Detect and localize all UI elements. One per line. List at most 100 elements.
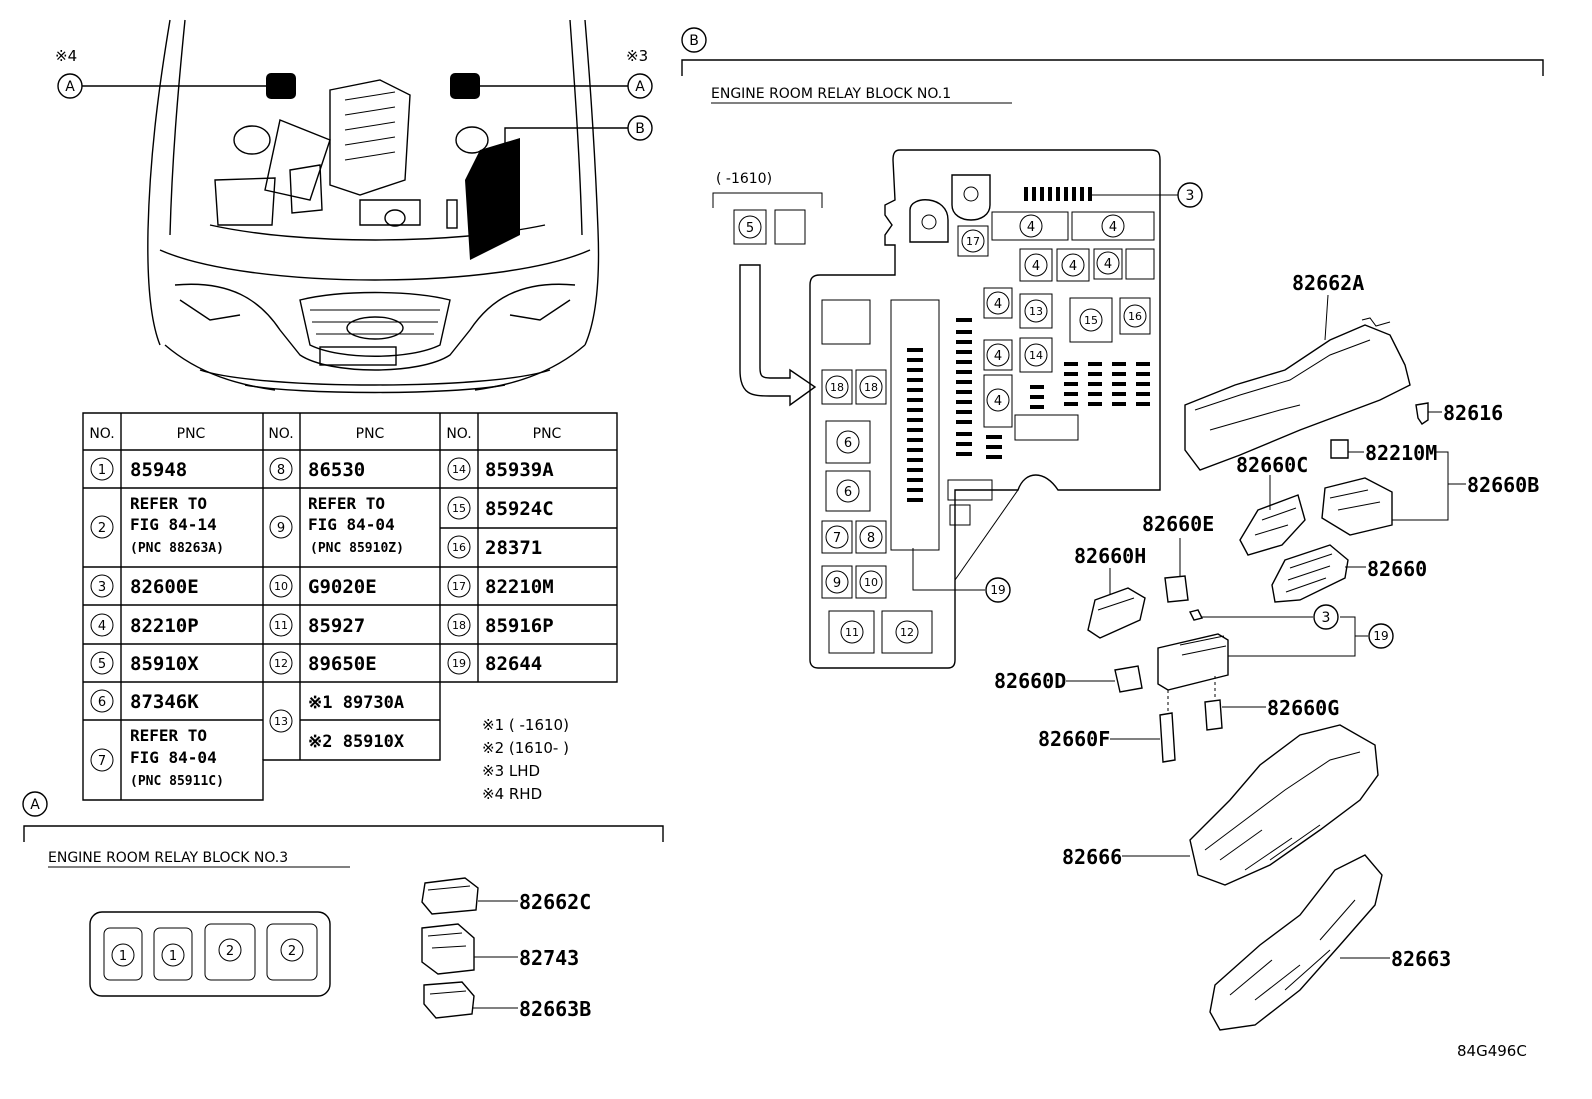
part-82662A-cover [1184, 294, 1411, 471]
no-cell-3: 3 [90, 574, 114, 598]
svg-text:10: 10 [864, 576, 878, 589]
pnc-cell-13a: ※1 89730A [308, 693, 404, 713]
pnc-cell-5: 85910X [130, 653, 199, 675]
pnc-cell-7-line1: REFER TO [130, 726, 207, 745]
svg-text:7: 7 [833, 531, 841, 546]
svg-text:4: 4 [1104, 257, 1112, 272]
svg-text:A: A [30, 797, 40, 813]
pnc-cell-2-line1: REFER TO [130, 494, 207, 513]
part-82660G-connector [1204, 676, 1266, 731]
pnc-cell-2-line3: (PNC 88263A) [130, 541, 224, 556]
svg-text:4: 4 [1032, 259, 1040, 274]
svg-text:4: 4 [994, 349, 1002, 364]
svg-text:3: 3 [98, 580, 106, 595]
no-cell-8: 8 [269, 457, 293, 481]
part-82660E-connector [1164, 538, 1189, 603]
no-cell-19: 19 [447, 651, 471, 675]
ref-a-left: A [57, 73, 266, 99]
svg-text:4: 4 [994, 394, 1002, 409]
callout-82660G: 82660G [1267, 696, 1339, 720]
svg-text:7: 7 [98, 754, 106, 769]
pnc-cell-18: 85916P [485, 615, 554, 637]
footnote-3: ※3 LHD [482, 762, 540, 780]
callout-19-block: 19 [985, 577, 1011, 603]
callout-82663B: 82663B [519, 997, 591, 1021]
callout-82210M: 82210M [1365, 441, 1437, 465]
callout-82660D: 82660D [994, 669, 1066, 693]
part-82660-holder [1271, 544, 1366, 603]
callout-82660B: 82660B [1467, 473, 1539, 497]
note-3-marker: ※3 [626, 47, 648, 65]
section-a-header: A [22, 791, 664, 842]
callout-82616: 82616 [1443, 401, 1503, 425]
pnc-cell-12: 89650E [308, 653, 377, 675]
col-no-header-3: NO. [446, 426, 471, 442]
svg-text:15: 15 [1084, 314, 1098, 327]
leader-82660B [1392, 451, 1449, 521]
no-cell-1: 1 [90, 457, 114, 481]
table-no-circles: 1 2 3 4 5 6 7 8 9 10 11 12 13 14 15 16 1… [90, 457, 471, 772]
svg-text:12: 12 [274, 657, 288, 670]
svg-text:18: 18 [830, 381, 844, 394]
ref-a-right: A [480, 73, 653, 99]
no-cell-5: 5 [90, 651, 114, 675]
table-pnc-values: 85948 REFER TO FIG 84-14 (PNC 88263A) 82… [130, 459, 554, 789]
svg-text:A: A [635, 79, 645, 95]
part-82663-bracket [1209, 854, 1390, 1031]
callout-19-part: 19 [1368, 623, 1394, 649]
no-cell-16: 16 [447, 535, 471, 559]
part-82660H-holder [1087, 568, 1146, 639]
part-82660D-connector [1066, 665, 1143, 693]
svg-text:14: 14 [1029, 349, 1043, 362]
note-4-marker: ※4 [55, 47, 77, 65]
ref-b-pointer: B [504, 115, 653, 150]
callout-82743: 82743 [519, 946, 579, 970]
part-82616 [1415, 402, 1442, 425]
svg-text:4: 4 [1109, 220, 1117, 235]
svg-text:2: 2 [288, 944, 296, 959]
pnc-cell-17: 82210M [485, 576, 554, 598]
part-82662C [421, 877, 518, 915]
part-82210M-relay [1330, 439, 1364, 459]
pnc-cell-9-line3: (PNC 85910Z) [310, 541, 404, 556]
svg-text:16: 16 [452, 541, 466, 554]
callout-3-block: 3 [1177, 182, 1203, 208]
svg-text:( -1610): ( -1610) [716, 171, 772, 187]
svg-text:18: 18 [452, 619, 466, 632]
svg-text:5: 5 [98, 657, 106, 672]
pnc-table [82, 412, 618, 801]
svg-text:1: 1 [119, 949, 127, 964]
no-cell-10: 10 [269, 574, 293, 598]
col-no-header-2: NO. [268, 426, 293, 442]
svg-text:13: 13 [274, 715, 288, 728]
no-cell-6: 6 [90, 689, 114, 713]
col-pnc-header-2: PNC [356, 426, 385, 442]
pnc-cell-13b: ※2 85910X [308, 732, 405, 752]
callout-82660F: 82660F [1038, 727, 1110, 751]
callout-82662A: 82662A [1292, 271, 1364, 295]
pnc-cell-8: 86530 [308, 459, 365, 481]
no-cell-15: 15 [447, 496, 471, 520]
no-cell-17: 17 [447, 574, 471, 598]
no-cell-12: 12 [269, 651, 293, 675]
no-cell-13: 13 [269, 709, 293, 733]
footnotes: ※1 ( -1610) ※2 (1610- ) ※3 LHD ※4 RHD [482, 716, 569, 803]
no-cell-18: 18 [447, 613, 471, 637]
svg-text:19: 19 [1373, 629, 1388, 643]
pnc-cell-3: 82600E [130, 576, 199, 598]
relay-block-no3: 1 1 2 2 [89, 911, 331, 997]
svg-text:4: 4 [98, 619, 106, 634]
no-cell-2: 2 [90, 515, 114, 539]
svg-text:19: 19 [452, 657, 466, 670]
pnc-cell-15: 85924C [485, 498, 554, 520]
col-pnc-header-1: PNC [177, 426, 206, 442]
svg-text:2: 2 [226, 944, 234, 959]
col-no-header-1: NO. [89, 426, 114, 442]
pnc-cell-7-line2: FIG 84-04 [130, 748, 217, 767]
footnote-2: ※2 (1610- ) [482, 739, 569, 757]
callout-82660C: 82660C [1236, 453, 1308, 477]
no-cell-7: 7 [90, 748, 114, 772]
pnc-cell-2-line2: FIG 84-14 [130, 515, 217, 534]
footnote-4: ※4 RHD [482, 785, 542, 803]
callout-82660H: 82660H [1074, 544, 1146, 568]
